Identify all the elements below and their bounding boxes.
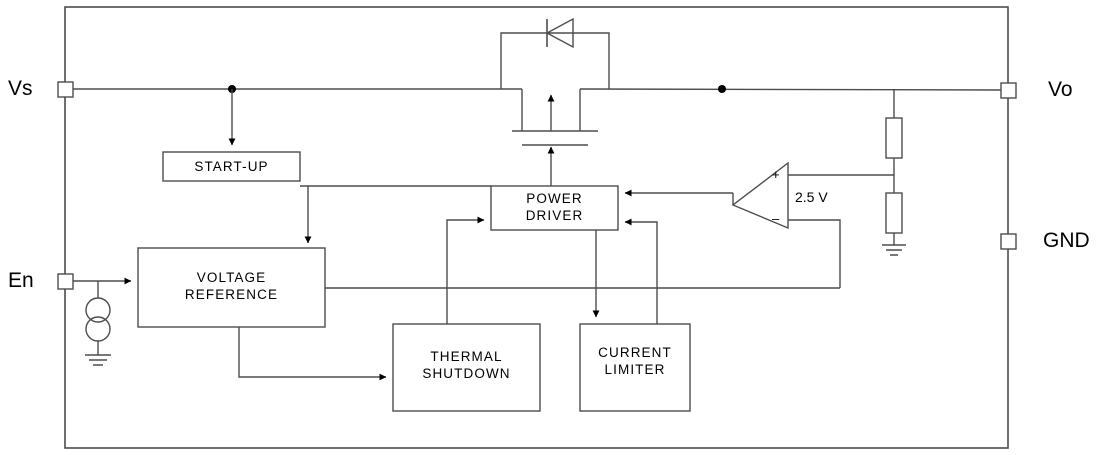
wire-limiter-to-driver	[624, 218, 658, 324]
pin-vs-square[interactable]	[57, 81, 74, 98]
block-label-current-limiter-line2: LIMITER	[604, 362, 666, 377]
block-label-voltage-reference-line1: VOLTAGE	[196, 270, 267, 285]
block-start-up-rect[interactable]	[162, 151, 301, 182]
block-label-thermal-shutdown-line1: THERMAL	[430, 349, 503, 364]
resistor-lower	[885, 192, 903, 234]
pin-gnd-square[interactable]	[1000, 233, 1017, 250]
pin-label-en: En	[8, 269, 34, 292]
amplifier-minus-sign: –	[772, 211, 780, 226]
current-source-circle-bottom	[85, 316, 111, 342]
block-label-power-driver-line2: DRIVER	[525, 208, 584, 223]
amplifier-plus-sign: +	[772, 167, 780, 182]
block-voltage-reference-rect[interactable]	[137, 247, 326, 328]
pin-vo-square[interactable]	[1000, 82, 1017, 99]
pin-en-square[interactable]	[57, 273, 74, 290]
wire-thermal-to-driver	[446, 216, 485, 324]
wire-amp-minus-feedback	[788, 219, 841, 288]
enable-ground-symbol	[85, 354, 111, 366]
block-label-thermal-shutdown-line2: SHUTDOWN	[422, 366, 511, 381]
block-label-current-limiter-line1: CURRENT	[598, 345, 672, 360]
body-diode-triangle	[545, 17, 574, 49]
pin-label-gnd: GND	[1043, 229, 1090, 252]
block-current-limiter-rect[interactable]	[579, 323, 691, 412]
resistor-upper	[885, 117, 903, 159]
block-power-driver-rect[interactable]	[490, 185, 619, 231]
wire-vo-rail	[579, 88, 1002, 91]
pin-label-vo: Vo	[1048, 78, 1073, 101]
block-label-voltage-reference-line2: REFERENCE	[184, 287, 279, 302]
block-label-start-up: START-UP	[194, 159, 269, 174]
junction-dot-vo	[718, 85, 726, 93]
wire-startup-to-vref	[300, 185, 312, 244]
wire-diode-loop	[500, 32, 610, 89]
current-source-circle-top	[85, 297, 111, 323]
error-amplifier-triangle[interactable]	[731, 161, 789, 230]
divider-ground-symbol	[882, 244, 906, 256]
block-label-power-driver-line1: POWER	[526, 191, 583, 206]
chip-boundary	[64, 6, 1009, 449]
wire-vref-to-thermal	[238, 327, 387, 381]
block-thermal-shutdown-rect[interactable]	[392, 323, 541, 412]
reference-voltage-label: 2.5 V	[795, 189, 828, 205]
pin-label-vs: Vs	[8, 77, 33, 100]
